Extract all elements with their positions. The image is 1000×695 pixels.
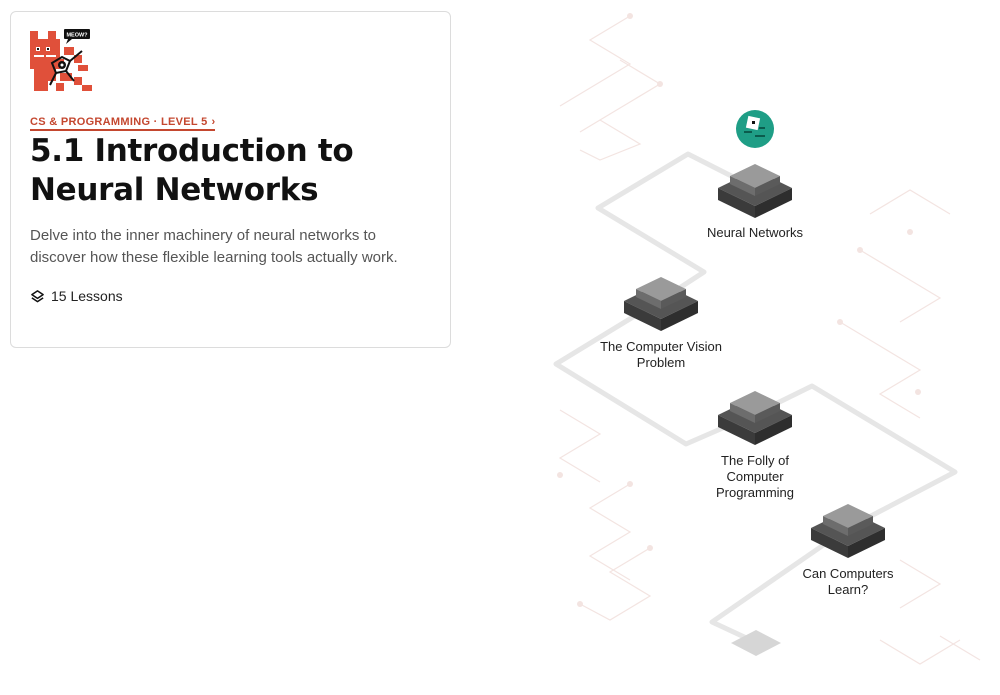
course-icon-badge: MEOW? <box>66 33 88 39</box>
lesson-node-neural-networks[interactable] <box>718 160 792 220</box>
lesson-label-can-computers-learn[interactable]: Can Computers Learn? <box>802 566 894 597</box>
lesson-node-computer-vision[interactable] <box>624 273 698 333</box>
course-description: Delve into the inner machinery of neural… <box>30 227 398 266</box>
lesson-block-icon <box>811 504 885 558</box>
lesson-label-neural-networks[interactable]: Neural Networks <box>706 225 804 240</box>
layers-icon <box>31 289 44 302</box>
course-title: 5.1 Introduction to Neural Networks <box>30 133 354 208</box>
lesson-label-computer-vision[interactable]: The Computer Vision Problem <box>600 339 722 370</box>
lesson-label-folly-of-programming[interactable]: The Folly of Computer Programming <box>715 453 795 500</box>
lesson-block-icon <box>624 277 698 331</box>
breadcrumb-label: CS & Programming · Level 5 <box>30 116 208 128</box>
lesson-block-icon <box>718 391 792 445</box>
lesson-block-icon <box>718 164 792 218</box>
lesson-node-folly-of-programming[interactable] <box>718 387 792 447</box>
lessons-count: 15 Lessons <box>30 288 123 304</box>
chevron-right-icon: › <box>211 116 216 128</box>
lessons-count-label: 15 Lessons <box>51 288 123 304</box>
lesson-node-locked-placeholder <box>731 630 781 656</box>
course-icon-neural-cat: MEOW? <box>30 29 92 91</box>
lesson-node-can-computers-learn[interactable] <box>811 500 885 560</box>
breadcrumb-category[interactable]: CS & Programming · Level 5› <box>30 116 216 131</box>
learner-avatar[interactable] <box>735 109 775 149</box>
